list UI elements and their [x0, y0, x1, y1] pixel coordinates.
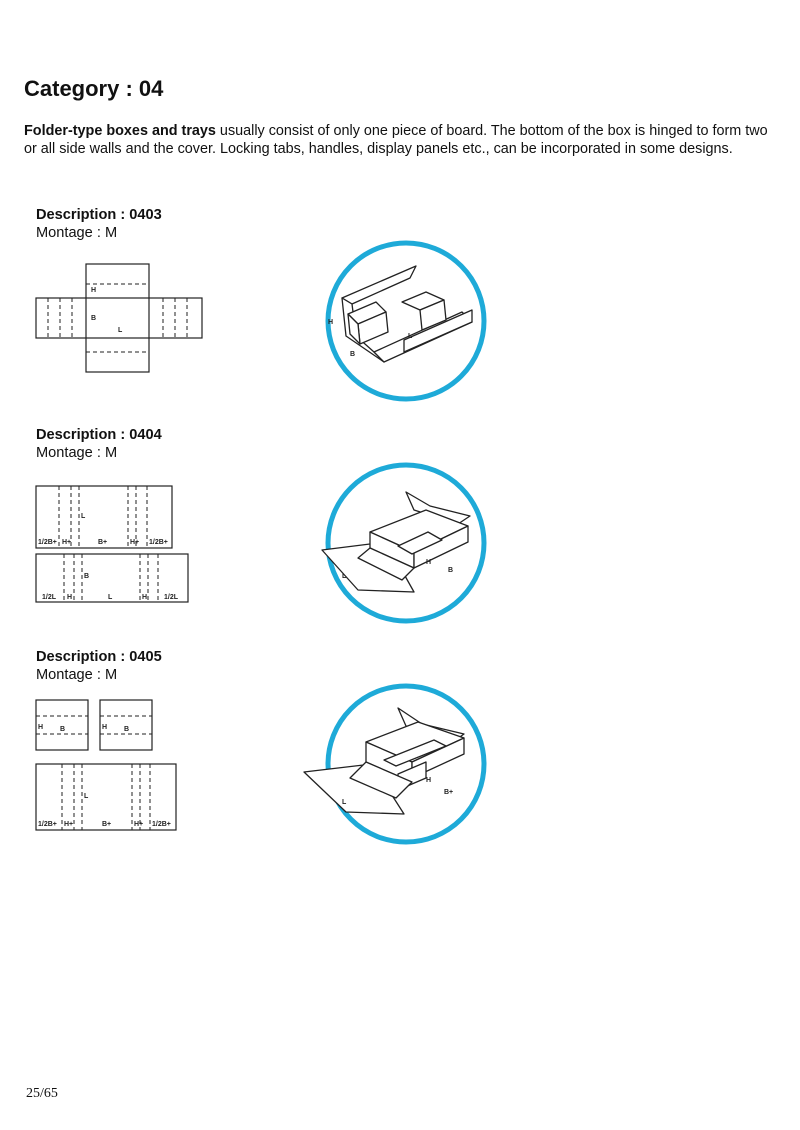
folder-box-illustration-0404: L H B [321, 462, 487, 624]
folder-box-illustration-0405: L H B+ [303, 683, 487, 845]
iso-label-b: B [448, 567, 453, 574]
iso-label-h: H [426, 559, 431, 566]
flat-label: B+ [102, 821, 111, 828]
iso-label-b: B+ [444, 789, 453, 796]
flat-die-cut-0405-panel-right: H B [99, 699, 153, 751]
flat-die-cut-0405-bottom: 1/2B+ H+ B+ H+ 1/2B+ L [35, 763, 177, 831]
description-montage: Montage : M [36, 445, 118, 461]
description-title: Description : 0403 [36, 207, 162, 223]
intro-paragraph: Folder-type boxes and trays usually cons… [24, 122, 784, 158]
iso-label-l: L [342, 799, 347, 806]
flat-label-l: L [118, 327, 123, 334]
description-0403: Description : 0403 Montage : M [36, 206, 336, 242]
flat-label: H+ [130, 539, 139, 546]
intro-bold: Folder-type boxes and trays [24, 123, 216, 139]
flat-label: H+ [64, 821, 73, 828]
flat-label: H+ [134, 821, 143, 828]
iso-label-b: B [350, 351, 355, 358]
flat-label: H [38, 724, 43, 731]
folder-box-illustration-0403: H B L [325, 240, 487, 402]
flat-label: 1/2B+ [38, 539, 57, 546]
description-montage: Montage : M [36, 667, 118, 683]
flat-label: 1/2B+ [38, 821, 57, 828]
page-title: Category : 04 [24, 76, 164, 101]
iso-label-h: H [426, 777, 431, 784]
iso-label-l: L [408, 333, 413, 340]
flat-label: H [67, 594, 72, 601]
flat-label: L [84, 793, 89, 800]
flat-label: B [124, 726, 129, 733]
flat-label: 1/2L [164, 594, 179, 601]
iso-label-h: H [328, 319, 333, 326]
description-0404: Description : 0404 Montage : M [36, 426, 336, 462]
flat-label: H [142, 594, 147, 601]
flat-label: 1/2B+ [149, 539, 168, 546]
description-title: Description : 0404 [36, 427, 162, 443]
flat-label: L [108, 594, 113, 601]
flat-label: 1/2L [42, 594, 57, 601]
description-montage: Montage : M [36, 225, 118, 241]
flat-label: H [102, 724, 107, 731]
flat-die-cut-0405-panel-left: H B [35, 699, 89, 751]
flat-label: B [84, 573, 89, 580]
page-number: 25/65 [26, 1086, 58, 1101]
flat-label: B [60, 726, 65, 733]
flat-label: B+ [98, 539, 107, 546]
description-0405: Description : 0405 Montage : M [36, 648, 336, 684]
flat-label: 1/2B+ [152, 821, 171, 828]
flat-die-cut-0404-bottom: 1/2L H L H 1/2L B [35, 553, 189, 603]
flat-die-cut-0403: H B L [35, 263, 203, 373]
description-title: Description : 0405 [36, 649, 162, 665]
flat-label-b: B [91, 315, 96, 322]
flat-label: L [81, 513, 86, 520]
flat-die-cut-0404-top: 1/2B+ H+ B+ H+ 1/2B+ L [35, 485, 173, 549]
iso-label-l: L [342, 573, 347, 580]
flat-label: H+ [62, 539, 71, 546]
intro-text: usually consist of only one piece of boa… [24, 123, 768, 157]
flat-label-h: H [91, 287, 96, 294]
